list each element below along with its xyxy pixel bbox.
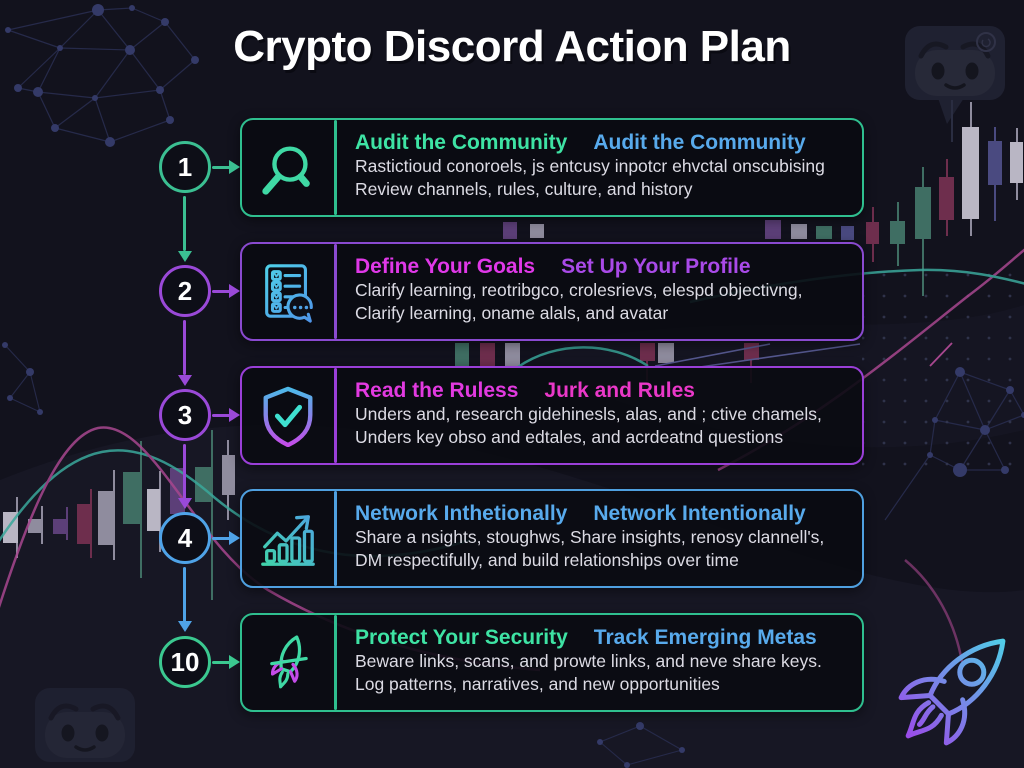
shield-check-icon bbox=[263, 386, 313, 447]
card-icon-panel bbox=[242, 491, 334, 586]
step-circle-4: 4 bbox=[159, 512, 211, 564]
card-description-line: Unders and, research gidehinesls, alas, … bbox=[355, 404, 822, 424]
arrow-head-card-5 bbox=[229, 655, 240, 669]
arrow-head-card-1 bbox=[229, 160, 240, 174]
connector-head-4-10 bbox=[178, 621, 192, 632]
arrow-head-card-2 bbox=[229, 284, 240, 298]
connector-head-1-2 bbox=[178, 251, 192, 262]
card-divider bbox=[334, 615, 337, 710]
card-protect-security: Protect Your Security Track Emerging Met… bbox=[240, 613, 864, 712]
arrow-head-card-4 bbox=[229, 531, 240, 545]
card-description-line: Unders key obso and edtales, and acrdeat… bbox=[355, 426, 784, 447]
connector-3-4 bbox=[183, 444, 186, 499]
card-title-secondary: Set Up Your Profile bbox=[561, 255, 751, 278]
constellation-left-edge bbox=[2, 342, 43, 415]
arrow-to-card-5 bbox=[212, 661, 231, 664]
arrow-to-card-1 bbox=[212, 166, 231, 169]
constellation-bottom-center bbox=[597, 722, 685, 768]
step-circle-1: 1 bbox=[159, 141, 211, 193]
card-audit-community: Audit the Community Audit the Community … bbox=[240, 118, 864, 217]
rocket-icon bbox=[270, 634, 308, 688]
card-description-line: Log patterns, narratives, and new opport… bbox=[355, 673, 720, 694]
checklist-chat-icon bbox=[265, 263, 313, 323]
discord-ghost-bottom-left-icon bbox=[35, 688, 135, 762]
rocket-illustration-icon bbox=[898, 638, 1006, 746]
card-divider bbox=[334, 244, 337, 339]
card-description-line: Beware links, scans, and prowte links, a… bbox=[355, 651, 822, 671]
discord-ghost-top-right-icon bbox=[905, 26, 1005, 142]
card-icon-panel bbox=[242, 368, 334, 463]
arrow-head-card-3 bbox=[229, 408, 240, 422]
card-divider bbox=[334, 368, 337, 463]
card-icon-panel bbox=[242, 615, 334, 710]
card-description-line: Clarify learning, reotribgco, crolesriev… bbox=[355, 280, 803, 300]
connector-1-2 bbox=[183, 196, 186, 251]
card-title-primary: Read the Ruless bbox=[355, 379, 519, 402]
arrow-to-card-3 bbox=[212, 414, 231, 417]
card-network-intentionally: Network Inthetionally Network Intentiona… bbox=[240, 489, 864, 588]
card-description-line: Share a nsights, stoughws, Share insight… bbox=[355, 527, 825, 547]
candles-gap-1 bbox=[503, 220, 854, 240]
magnifier-icon bbox=[262, 145, 310, 195]
dot-grid bbox=[862, 272, 1024, 477]
card-divider bbox=[334, 491, 337, 586]
arrow-to-card-4 bbox=[212, 537, 231, 540]
card-description-line: Rastictioud conoroels, js entcusy inpotc… bbox=[355, 156, 825, 176]
ghost-badge-icon bbox=[976, 32, 996, 52]
page-title: Crypto Discord Action Plan bbox=[233, 22, 791, 71]
constellation-top-left bbox=[5, 4, 199, 147]
card-description-line: DM respectifully, and build relationship… bbox=[355, 549, 739, 570]
card-read-rules: Read the Ruless Jurk and Rules Unders an… bbox=[240, 366, 864, 465]
growth-chart-icon bbox=[261, 514, 315, 566]
card-title-secondary: Jurk and Rules bbox=[544, 379, 695, 402]
connector-2-3 bbox=[183, 320, 186, 375]
card-title-secondary: Audit the Community bbox=[593, 131, 806, 154]
card-title-primary: Audit the Community bbox=[355, 131, 568, 154]
connector-head-2-3 bbox=[178, 375, 192, 386]
connector-head-3-4 bbox=[178, 498, 192, 509]
step-circle-2: 2 bbox=[159, 265, 211, 317]
card-icon-panel bbox=[242, 244, 334, 339]
card-description-line: Review channels, rules, culture, and his… bbox=[355, 178, 693, 199]
card-divider bbox=[334, 120, 337, 215]
card-description-line: Clarify learning, oname alals, and avata… bbox=[355, 302, 669, 323]
card-icon-panel bbox=[242, 120, 334, 215]
card-title-primary: Network Inthetionally bbox=[355, 502, 568, 525]
connector-4-10 bbox=[183, 567, 186, 622]
arrow-to-card-2 bbox=[212, 290, 231, 293]
candles-right bbox=[866, 102, 1023, 296]
card-define-goals: Define Your Goals Set Up Your Profile Cl… bbox=[240, 242, 864, 341]
card-title-secondary: Track Emerging Metas bbox=[593, 626, 817, 649]
card-title-primary: Define Your Goals bbox=[355, 255, 536, 278]
step-circle-3: 3 bbox=[159, 389, 211, 441]
step-circle-10: 10 bbox=[159, 636, 211, 688]
card-title-secondary: Network Intentionally bbox=[593, 502, 806, 525]
card-title-primary: Protect Your Security bbox=[355, 626, 568, 649]
